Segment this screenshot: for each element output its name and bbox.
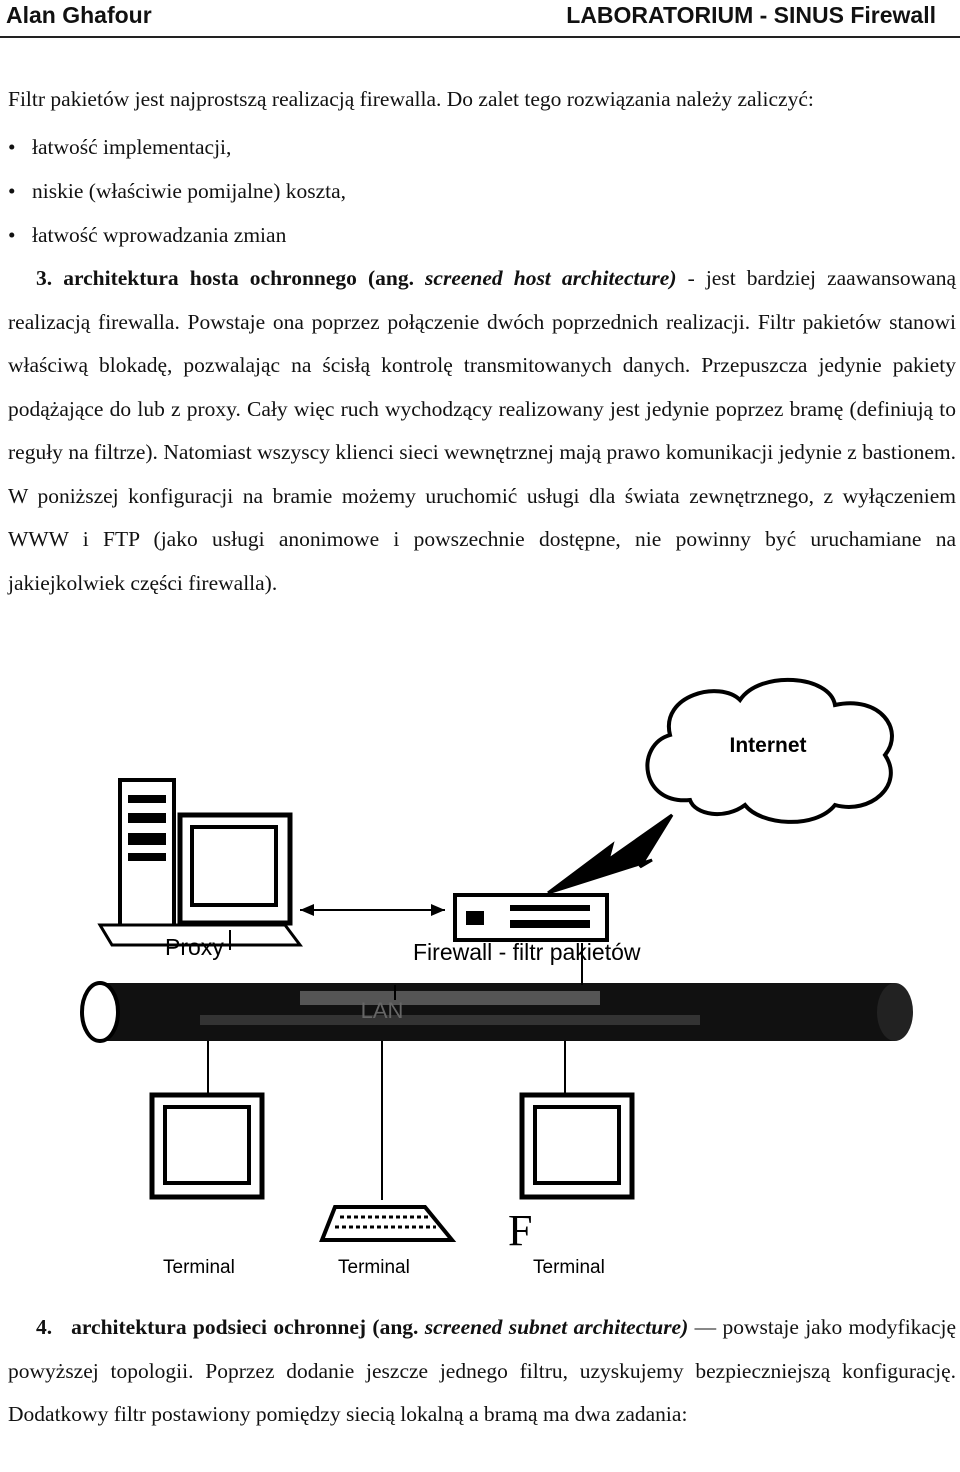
list-item-text: łatwość wprowadzania zmian (32, 223, 287, 247)
terminal-label-right: Terminal (533, 1257, 605, 1278)
terminal-label-left: Terminal (163, 1257, 235, 1278)
section-4-title-en: screened subnet architecture) (424, 1315, 689, 1339)
header-author: Alan Ghafour (6, 2, 152, 28)
lightning-link (547, 813, 674, 895)
firewall-label: Firewall - filtr pakietów (413, 939, 641, 965)
stray-glyph: F (508, 1206, 532, 1255)
page-header: Alan Ghafour LABORATORIUM - SINUS Firewa… (0, 0, 960, 38)
firewall-device: Firewall - filtr pakietów (413, 893, 641, 965)
internet-label: Internet (729, 734, 806, 757)
internet-cloud: Internet (645, 678, 894, 824)
proxy-label: Proxy (165, 934, 224, 960)
section-3-body: 3. architektura hosta ochronnego (ang. s… (8, 257, 956, 605)
lan-label: LAN (361, 998, 404, 1023)
section-4-text: — powstaje jako modyfikację powyższej to… (8, 1315, 957, 1426)
proxy-firewall-arrow (300, 904, 445, 916)
list-item-text: niskie (właściwie pomijalne) koszta, (32, 179, 347, 203)
terminal-monitor-right: F Terminal (508, 1092, 635, 1278)
section-3: 3. architektura hosta ochronnego (ang. s… (8, 257, 956, 605)
terminal-label-middle: Terminal (338, 1257, 410, 1278)
section-3-text: - jest bardziej zaawansowaną realizacją … (8, 266, 956, 595)
terminal-monitor-left: Terminal (149, 1092, 265, 1278)
bullet-icon: • (8, 135, 16, 159)
proxy-computer: Proxy (97, 778, 303, 960)
terminal-keyboard-middle: Terminal (319, 1205, 457, 1278)
bullet-icon: • (8, 179, 16, 203)
section-4-number: 4. (36, 1315, 53, 1339)
header-title: LABORATORIUM - SINUS Firewall (566, 2, 936, 28)
lan-cable: LAN (80, 981, 913, 1043)
bullet-icon: • (8, 223, 16, 247)
section-3-number: 3. (36, 266, 53, 290)
list-item-text: łatwość implementacji, (32, 135, 232, 159)
section-4-body: 4. architektura podsieci ochronnej (ang.… (8, 1306, 956, 1437)
section-3-title: architektura hosta ochronnego (ang. (63, 266, 414, 290)
intro-paragraph: Filtr pakietów jest najprostszą realizac… (8, 87, 814, 111)
network-diagram: Internet Proxy Firewall - filtr pakietów… (80, 678, 913, 1278)
section-4: 4. architektura podsieci ochronnej (ang.… (8, 1306, 956, 1437)
section-3-title-en: screened host architecture) (425, 266, 677, 290)
connection-lines (207, 930, 583, 1200)
section-4-title: architektura podsieci ochronnej (ang. (71, 1315, 419, 1339)
